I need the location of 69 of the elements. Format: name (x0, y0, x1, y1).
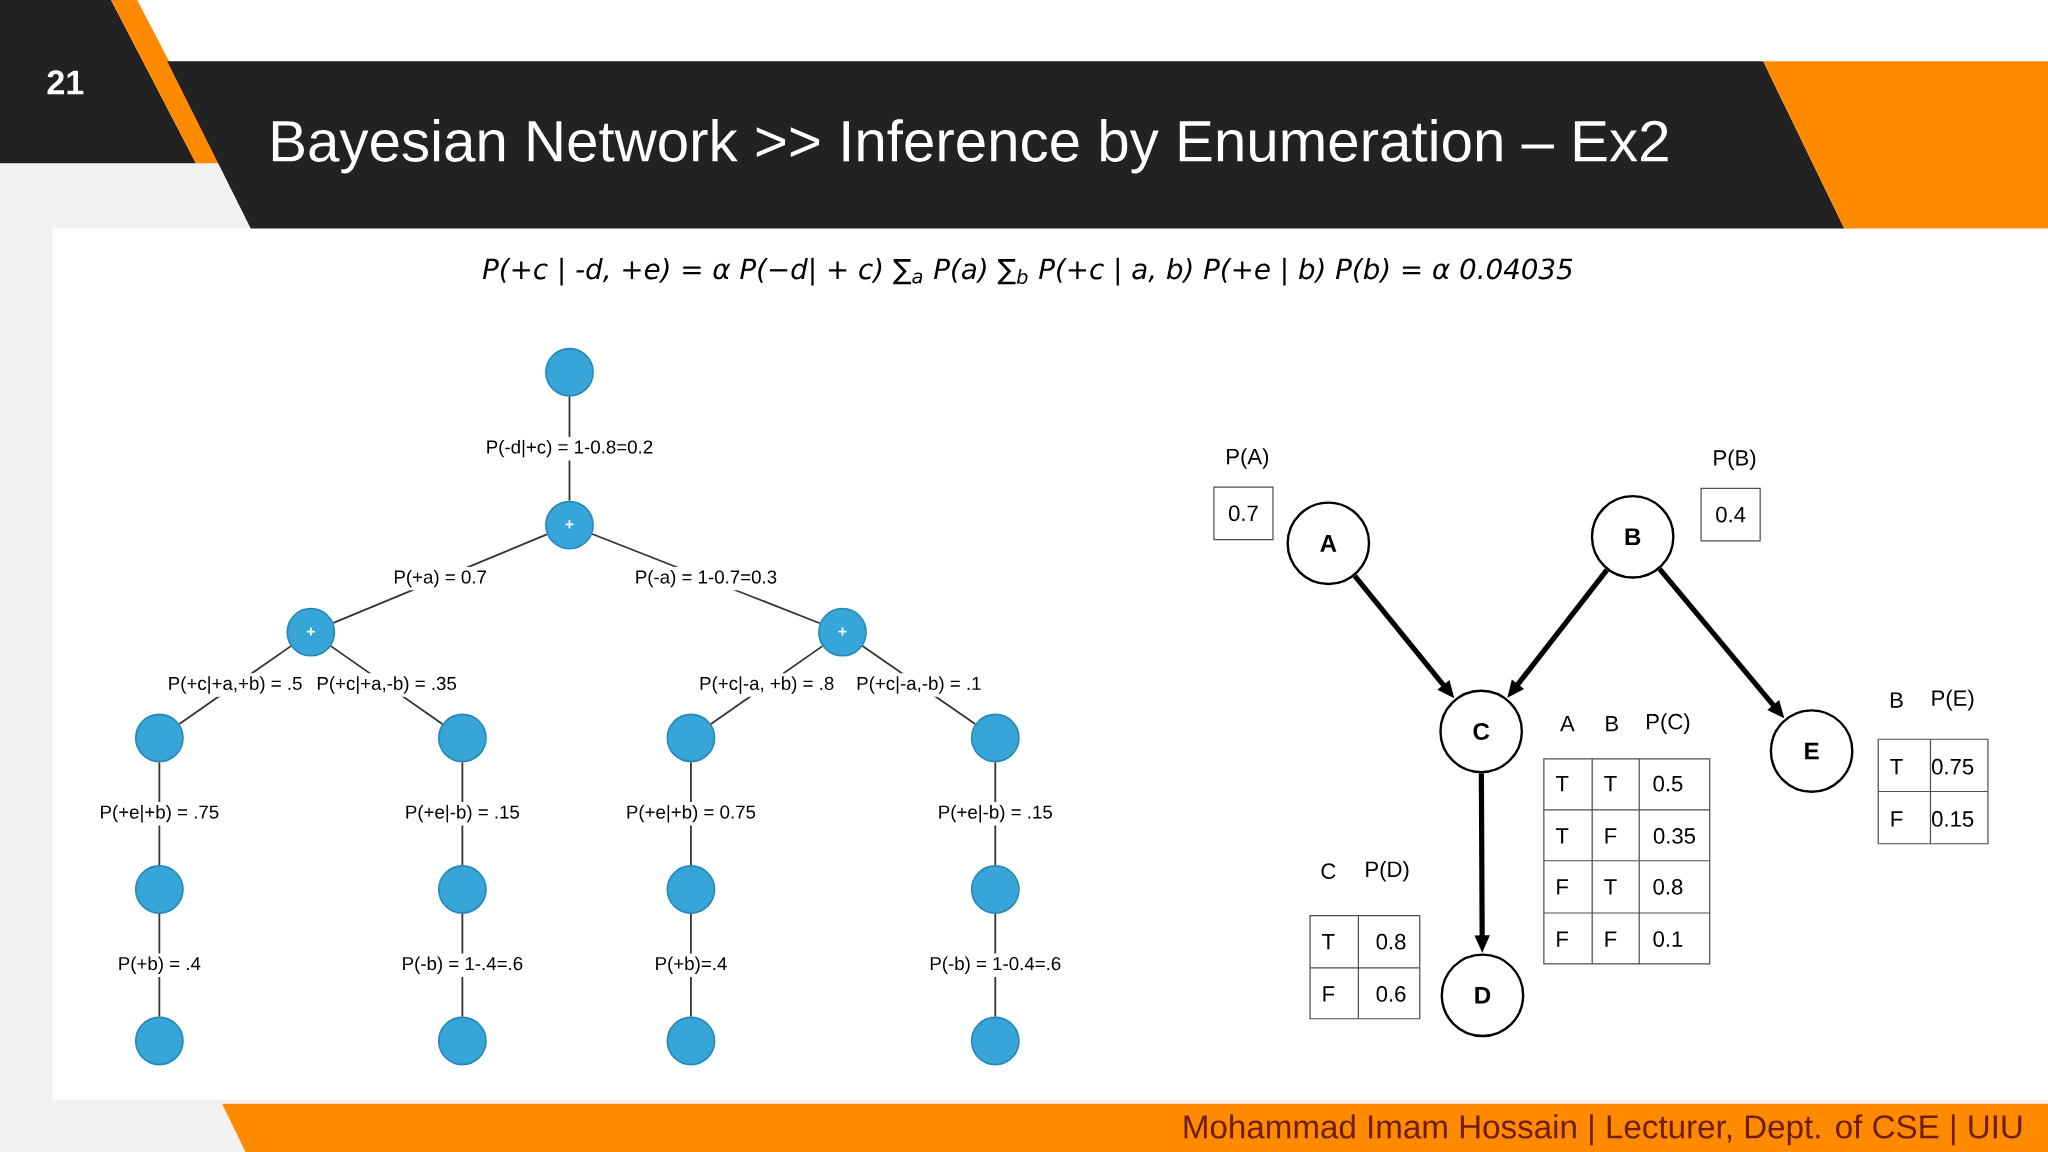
network-node: A (1286, 501, 1371, 586)
table-cell: F (1557, 879, 1568, 895)
tree-node (437, 1016, 487, 1066)
table-cell: F (1605, 931, 1617, 947)
column-header: P(D) (1366, 860, 1409, 882)
edge-label: P(-d|+c) = 1-0.8=0.2 (482, 436, 657, 461)
table-cell: 0.35 (1653, 828, 1696, 844)
edge-label: P(+c|+a,-b) = .35 (313, 673, 460, 697)
edge-label: P(+c|+a,+b) = .5 (164, 673, 306, 697)
edge-label: P(+e|+b) = 0.75 (622, 801, 759, 826)
table-cell: 0.8 (1653, 879, 1683, 895)
edge-label: P(+e|+b) = .75 (96, 801, 223, 826)
network-node: D (1440, 953, 1525, 1038)
plus-node: + (286, 607, 336, 657)
edge-label: P(+a) = 0.7 (390, 566, 490, 591)
edge-label: P(-b) = 1-.4=.6 (398, 953, 527, 977)
plus-node: + (545, 500, 594, 550)
probability-box: 0.4 (1700, 487, 1761, 542)
tree-node (437, 865, 487, 914)
tree-node (970, 865, 1020, 914)
network-node: B (1590, 494, 1675, 579)
network-node: C (1439, 689, 1524, 774)
table-cell: F (1557, 931, 1568, 947)
tree-node (134, 865, 184, 914)
table-cell: T (1322, 934, 1335, 950)
edge-label: P(-b) = 1-0.4=.6 (926, 953, 1065, 977)
tree-node (970, 713, 1020, 763)
network-node: E (1769, 709, 1854, 793)
table-cell: F (1605, 828, 1617, 844)
column-header: A (1560, 716, 1575, 732)
edge-label: P(+e|-b) = .15 (401, 801, 523, 826)
tree-node (545, 347, 594, 397)
column-header: P(C) (1647, 713, 1690, 734)
table-cell: 0.5 (1653, 775, 1683, 792)
edge-label: P(+c|-a, +b) = .8 (696, 673, 838, 697)
tree-node (134, 1016, 184, 1066)
table-cell: T (1555, 828, 1569, 844)
table-cell: T (1890, 759, 1903, 775)
column-header: B (1890, 692, 1903, 708)
column-header: B (1606, 716, 1618, 732)
box-heading: P(A) (1227, 448, 1269, 469)
table-cell: 0.6 (1376, 986, 1406, 1002)
table-cell: 0.8 (1376, 933, 1406, 950)
probability-box: 0.7 (1213, 486, 1274, 541)
column-header: P(E) (1932, 689, 1974, 711)
table-cell: 0.1 (1653, 931, 1683, 947)
tree-node (666, 865, 716, 914)
slide-title: Bayesian Network >> Inference by Enumeration – Ex2 (272, 119, 1668, 174)
table-cell: T (1555, 776, 1569, 792)
table-cell: T (1604, 776, 1617, 792)
column-header: C (1321, 863, 1336, 879)
edge-label: P(+e|-b) = .15 (934, 801, 1056, 826)
table-cell: F (1891, 811, 1903, 827)
edge-label: P(-a) = 1-0.7=0.3 (631, 566, 781, 591)
table-cell: 0.15 (1932, 811, 1974, 827)
formula: P(+c | -d, +e) = α P(−d| + c) ∑$_{a}$ P(a) ∑$_{b}$ P(+c | a, b) P(+e | b) P(b) = α 0.04035 (482, 257, 1573, 286)
table-cell: T (1604, 879, 1617, 895)
plus-node: + (818, 607, 867, 657)
edge-label: P(+c|-a,-b) = .1 (853, 673, 985, 697)
table-cell: F (1323, 986, 1335, 1002)
slide-number: 21 (47, 70, 84, 95)
tree-node (437, 713, 487, 763)
box-heading: P(B) (1714, 449, 1756, 471)
table-cell: 0.75 (1932, 758, 1974, 775)
tree-node (970, 1016, 1020, 1066)
tree-node (134, 713, 184, 763)
tree-node (666, 1016, 716, 1066)
tree-node (666, 713, 716, 763)
footer-text: Mohammad Imam Hossain | Lecturer, Dept. of CSE | UIU (1184, 1114, 2022, 1146)
